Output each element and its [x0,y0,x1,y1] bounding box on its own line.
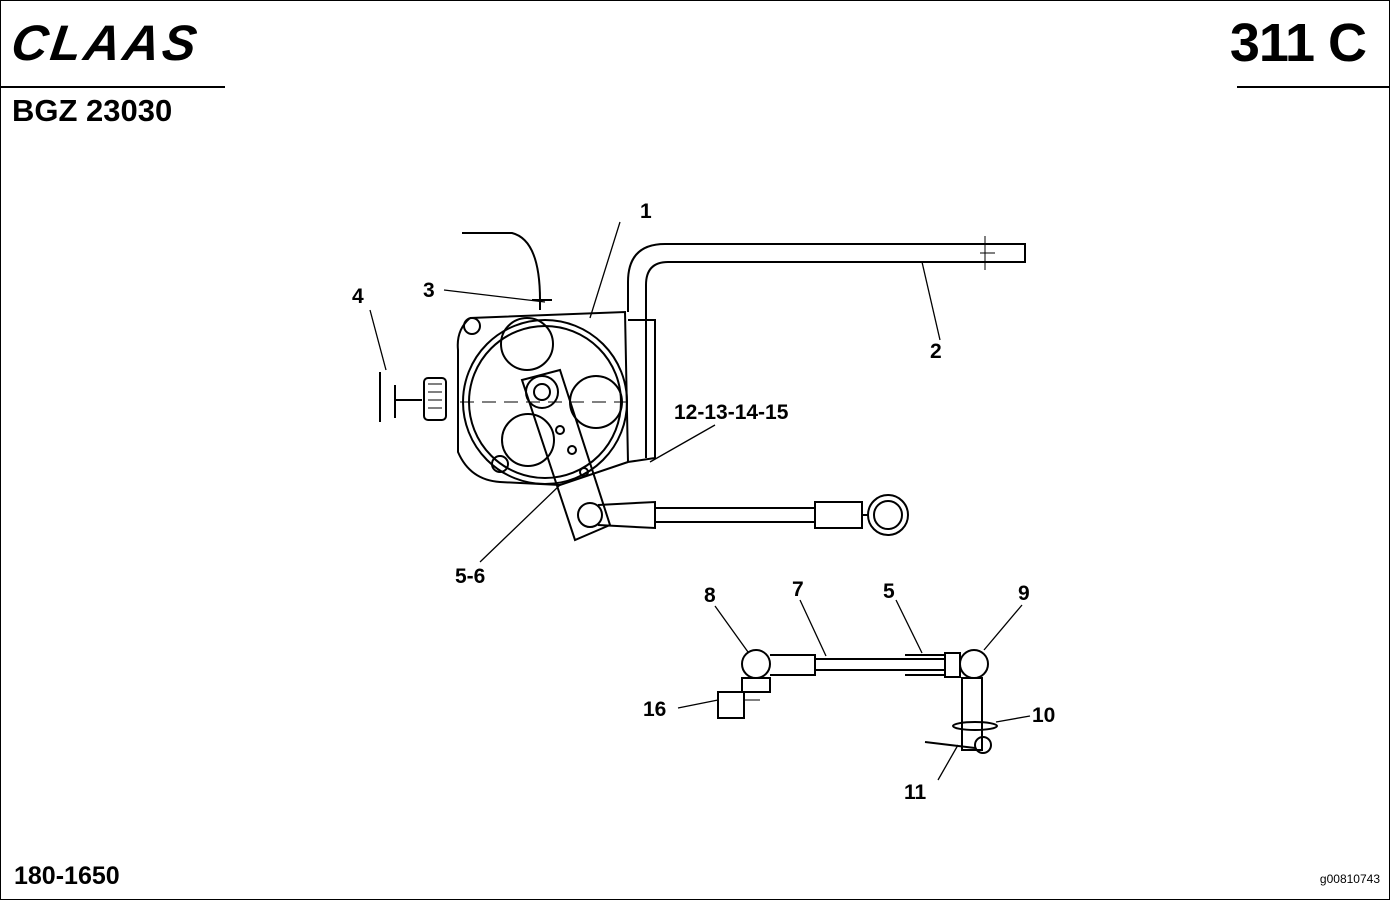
drive-unit-assembly [379,232,1026,542]
callout-5: 5 [883,580,895,603]
callout-10: 10 [1032,704,1055,727]
callout-2: 2 [930,340,942,363]
callout-11: 11 [904,781,927,804]
ball-joint-right [959,649,989,679]
header-rule-left [0,86,225,88]
ball-joint-left [741,649,771,679]
model-code: 311 C [1229,13,1367,73]
linkage-rod-assembly [717,649,998,754]
header-rule-right [1237,86,1389,88]
callout-3: 3 [423,279,435,302]
callout-1: 1 [640,200,652,223]
callout-12-13-14-15: 12-13-14-15 [674,401,789,424]
leader-lines [369,221,1031,781]
doc-number: BGZ 23030 [12,93,173,128]
callout-8: 8 [704,584,716,607]
callout-labels: 1 2 3 4 12-13-14-15 5-6 8 7 5 9 10 11 16 [352,200,1055,804]
callout-9: 9 [1018,582,1030,605]
image-code: g00810743 [1319,872,1380,886]
callout-5-6: 5-6 [455,565,485,588]
callout-4: 4 [352,285,364,308]
range-code: 180-1650 [14,862,120,890]
callout-7: 7 [792,578,804,601]
callout-16: 16 [643,698,666,721]
